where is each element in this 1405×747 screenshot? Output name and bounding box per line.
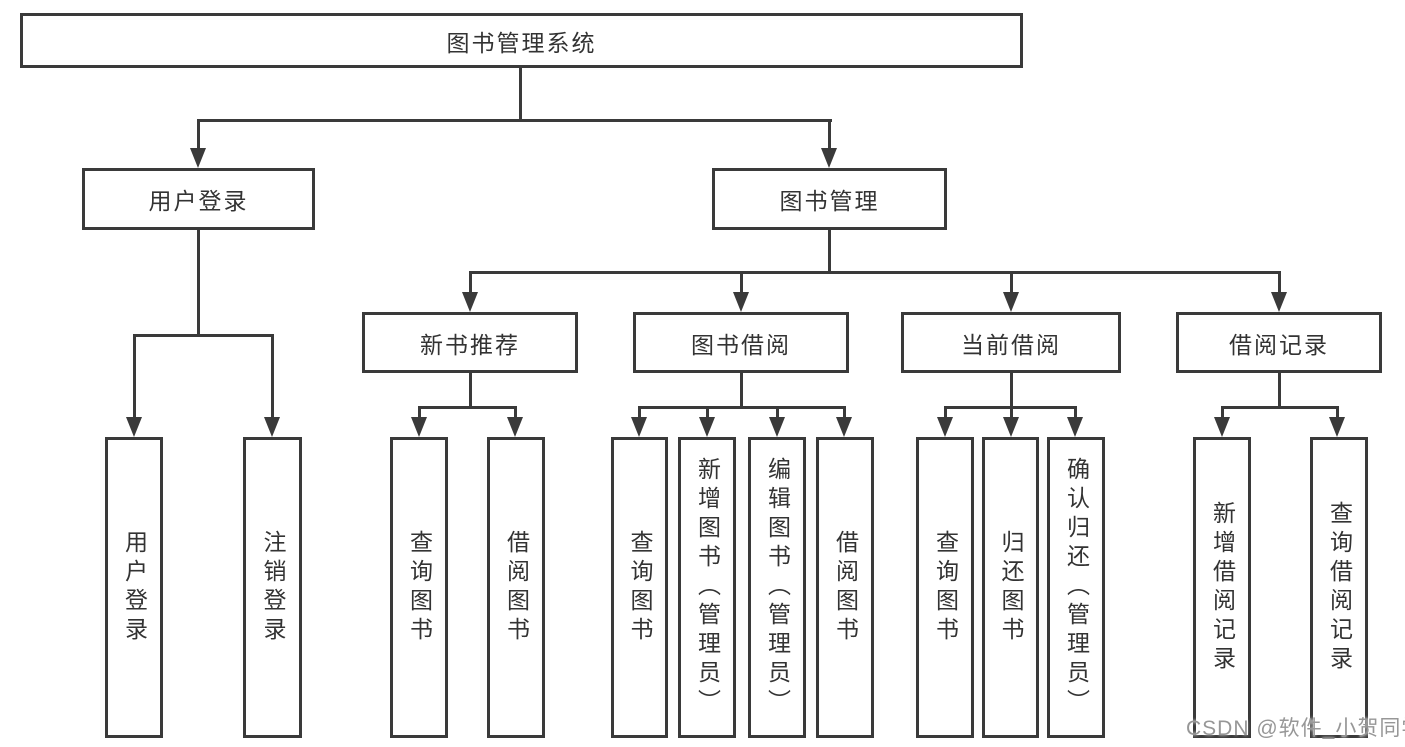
arrow-down-icon (190, 148, 206, 168)
node-return-books-label: 归还图书 (998, 529, 1024, 646)
node-current-borrowing: 当前借阅 (901, 312, 1121, 373)
connector-stem-logout (271, 334, 274, 419)
node-borrowing-records: 借阅记录 (1176, 312, 1382, 373)
node-book-borrowing-label: 图书借阅 (691, 331, 791, 358)
node-query-books-recommend-label: 查询图书 (406, 529, 433, 646)
connector-stem-leaf (706, 406, 709, 420)
node-query-borrow-record: 查询借阅记录 (1310, 437, 1368, 738)
connector-root-trunk (519, 66, 522, 122)
connector-stem-book-management (828, 119, 831, 151)
connector-new-book-recommend-split (418, 406, 517, 409)
node-query-books-borrowing-label: 查询图书 (627, 529, 653, 646)
node-borrow-books-borrowing: 借阅图书 (816, 437, 874, 738)
arrow-down-icon (411, 417, 427, 437)
node-root-label: 图书管理系统 (446, 29, 597, 56)
arrow-down-icon (937, 417, 953, 437)
arrow-down-icon (1329, 417, 1345, 437)
arrow-down-icon (821, 148, 837, 168)
node-borrowing-records-label: 借阅记录 (1229, 331, 1329, 358)
connector-stem-leaf (1336, 406, 1339, 420)
csdn-watermark: CSDN @软件_小贺同学 (1186, 717, 1405, 740)
node-confirm-return-admin: 确认归还（管理员） (1047, 437, 1105, 738)
connector-current-borrowing-trunk (1010, 371, 1013, 408)
node-user-login: 用户登录 (82, 168, 315, 230)
connector-level3-split (469, 271, 1281, 274)
arrow-down-icon (836, 417, 852, 437)
connector-borrowing-records-trunk (1278, 371, 1281, 409)
connector-user-login-trunk (197, 229, 200, 336)
connector-stem-leaf (843, 406, 846, 420)
node-add-books-admin-label: 新增图书（管理员） (694, 457, 721, 718)
node-borrow-books-borrowing-label: 借阅图书 (832, 529, 859, 646)
node-book-management: 图书管理 (712, 168, 947, 230)
node-confirm-return-admin-label: 确认归还（管理员） (1063, 457, 1090, 718)
connector-stem-leaf (1221, 406, 1224, 420)
arrow-down-icon (126, 417, 142, 437)
node-book-management-label: 图书管理 (779, 188, 880, 214)
connector-user-login-split (133, 334, 274, 337)
connector-stem-leaf (776, 406, 779, 420)
node-borrow-books-recommend: 借阅图书 (487, 437, 545, 738)
connector-stem-user-login (197, 119, 200, 151)
connector-book-borrowing-split (638, 406, 846, 409)
connector-stem-leaf (1074, 406, 1077, 420)
node-user-login-label: 用户登录 (148, 188, 249, 214)
connector-borrowing-records-split (1221, 406, 1339, 409)
node-query-books-recommend: 查询图书 (390, 437, 448, 738)
node-logout: 注销登录 (243, 437, 302, 738)
arrow-down-icon (1214, 417, 1230, 437)
connector-new-book-recommend-trunk (469, 371, 472, 408)
connector-book-borrowing-trunk (740, 371, 743, 408)
connector-book-management-trunk (828, 229, 831, 273)
connector-stem-leaf (944, 406, 947, 420)
arrow-down-icon (1271, 292, 1287, 312)
arrow-down-icon (733, 292, 749, 312)
node-edit-books-admin-label: 编辑图书（管理员） (764, 457, 791, 718)
connector-stem-leaf (514, 406, 517, 420)
connector-stem-borrowing-records (1278, 271, 1281, 295)
node-user-login-action-label: 用户登录 (121, 529, 148, 646)
node-new-book-recommend-label: 新书推荐 (420, 331, 520, 358)
arrow-down-icon (769, 417, 785, 437)
node-new-book-recommend: 新书推荐 (362, 312, 578, 373)
node-edit-books-admin: 编辑图书（管理员） (748, 437, 806, 738)
node-query-books-current: 查询图书 (916, 437, 974, 738)
node-add-books-admin: 新增图书（管理员） (678, 437, 736, 738)
node-add-borrow-record: 新增借阅记录 (1193, 437, 1251, 738)
node-current-borrowing-label: 当前借阅 (961, 331, 1061, 358)
connector-stem-current-borrowing (1010, 271, 1013, 295)
connector-level2-split (197, 119, 832, 122)
arrow-down-icon (264, 417, 280, 437)
node-book-borrowing: 图书借阅 (633, 312, 849, 373)
connector-stem-user-login-action (133, 334, 136, 419)
node-return-books: 归还图书 (982, 437, 1039, 738)
node-user-login-action: 用户登录 (105, 437, 163, 738)
node-query-borrow-record-label: 查询借阅记录 (1326, 500, 1353, 675)
node-borrow-books-recommend-label: 借阅图书 (503, 529, 530, 646)
arrow-down-icon (462, 292, 478, 312)
node-logout-label: 注销登录 (260, 529, 286, 646)
arrow-down-icon (1003, 417, 1019, 437)
arrow-down-icon (507, 417, 523, 437)
connector-stem-leaf (638, 406, 641, 420)
node-query-books-borrowing: 查询图书 (611, 437, 668, 738)
arrow-down-icon (699, 417, 715, 437)
node-add-borrow-record-label: 新增借阅记录 (1209, 500, 1236, 675)
node-root-library-system: 图书管理系统 (20, 13, 1023, 68)
connector-stem-new-book-recommend (469, 271, 472, 295)
node-query-books-current-label: 查询图书 (932, 529, 959, 646)
arrow-down-icon (1067, 417, 1083, 437)
arrow-down-icon (631, 417, 647, 437)
arrow-down-icon (1003, 292, 1019, 312)
connector-stem-book-borrowing (740, 271, 743, 295)
connector-stem-leaf (418, 406, 421, 420)
connector-stem-leaf (1010, 406, 1013, 420)
